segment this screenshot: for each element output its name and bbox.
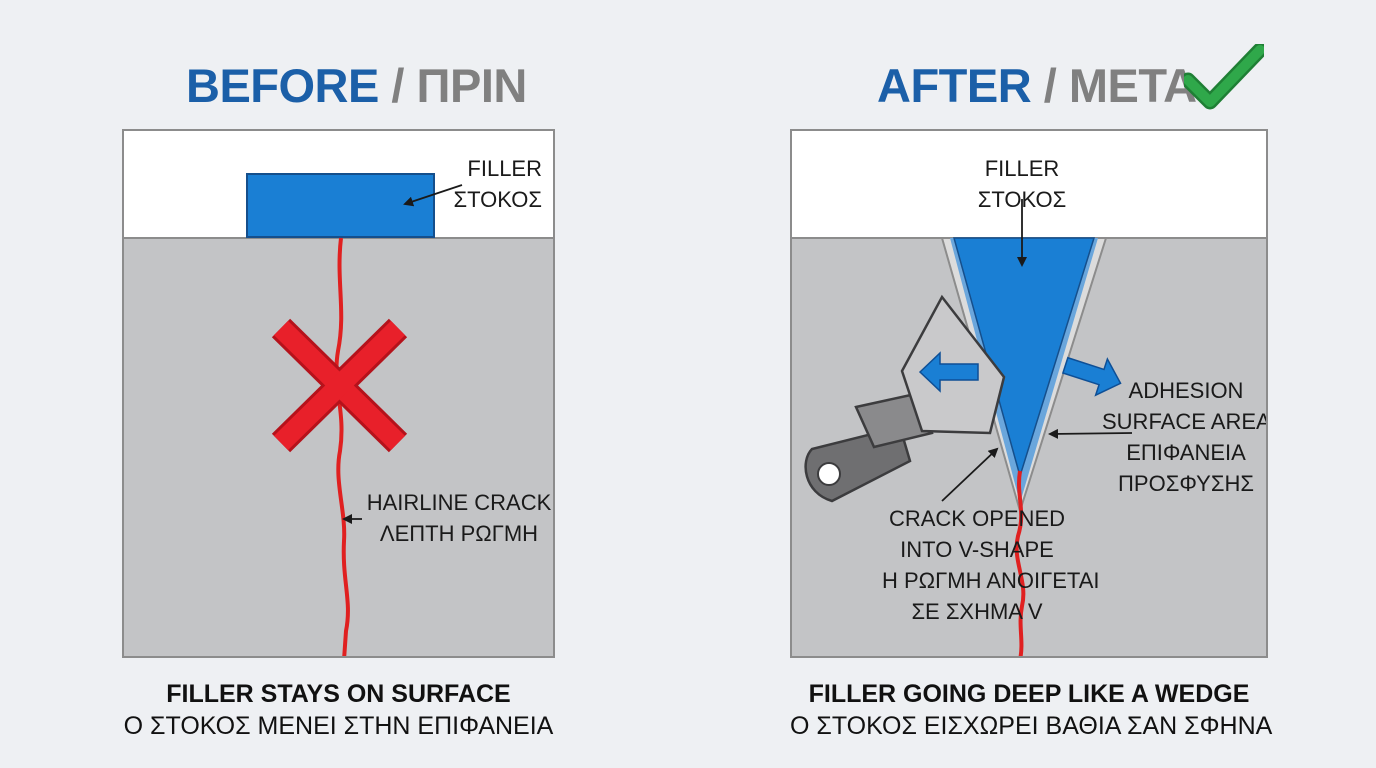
filler-arrow: [403, 184, 463, 207]
before-caption-en: FILLER STAYS ON SURFACE: [166, 680, 511, 708]
crack-arrow: [941, 447, 999, 502]
after-heading-sep: /: [1031, 59, 1069, 112]
before-heading: BEFORE / ΠΡΙΝ: [186, 58, 527, 113]
before-heading-alt: ΠΡΙΝ: [416, 59, 528, 112]
after-caption: FILLER GOING DEEP LIKE A WEDGE Ο ΣΤΟΚΟΣ …: [790, 678, 1273, 742]
before-crack-label-gr: ΛΕΠΤΗ ΡΩΓΜΗ: [379, 521, 539, 546]
before-heading-sep: /: [378, 59, 417, 112]
right-outward-arrow-icon: [1061, 356, 1122, 397]
adhesion-label-en-1: ADHESION: [1128, 378, 1244, 403]
x-cross-icon: [271, 318, 408, 453]
adhesion-label: ADHESION SURFACE AREA ΕΠΙΦΑΝΕΙΑ ΠΡΟΣΦΥΣΗ…: [1102, 375, 1268, 499]
after-illustration: [792, 131, 1266, 656]
before-illustration: [124, 131, 553, 656]
after-caption-gr: Ο ΣΤΟΚΟΣ ΕΙΣΧΩΡΕΙ ΒΑΘΙΑ ΣΑΝ ΣΦΗΝΑ: [790, 712, 1273, 740]
filler-block: [246, 173, 435, 238]
checkmark-icon: [1184, 44, 1264, 110]
after-filler-label-en: FILLER: [984, 156, 1060, 181]
crack-opened-label-gr-2: ΣΕ ΣΧΗΜΑ V: [911, 599, 1043, 624]
adhesion-label-en-2: SURFACE AREA: [1102, 409, 1268, 434]
after-heading-main: AFTER: [877, 59, 1032, 112]
before-caption: FILLER STAYS ON SURFACE Ο ΣΤΟΚΟΣ ΜΕΝΕΙ Σ…: [122, 678, 555, 742]
after-heading: AFTER / ΜΕΤΑ: [877, 58, 1197, 113]
crack-opened-label-gr-1: Η ΡΩΓΜΗ ΑΝΟΙΓΕΤΑΙ: [882, 568, 1100, 593]
before-filler-label: FILLER ΣΤΟΚΟΣ: [424, 153, 542, 215]
before-crack-label: HAIRLINE CRACK ΛΕΠΤΗ ΡΩΓΜΗ: [364, 487, 553, 549]
air-zone: [792, 131, 1266, 238]
after-caption-en: FILLER GOING DEEP LIKE A WEDGE: [808, 680, 1250, 708]
after-panel: FILLER ΣΤΟΚΟΣ ADHESION SURFACE AREA ΕΠΙΦ…: [790, 129, 1268, 658]
after-filler-label: FILLER ΣΤΟΚΟΣ: [957, 153, 1087, 215]
after-heading-alt: ΜΕΤΑ: [1068, 59, 1197, 112]
before-crack-label-en: HAIRLINE CRACK: [366, 490, 552, 515]
before-filler-label-gr: ΣΤΟΚΟΣ: [453, 187, 542, 212]
adhesion-label-gr-2: ΠΡΟΣΦΥΣΗΣ: [1118, 471, 1254, 496]
crack-opened-label: CRACK OPENED INTO V-SHAPE Η ΡΩΓΜΗ ΑΝΟΙΓΕ…: [882, 503, 1100, 627]
crack-opened-label-en-1: CRACK OPENED: [888, 506, 1066, 531]
after-filler-label-gr: ΣΤΟΚΟΣ: [977, 187, 1067, 212]
crack-below: [1014, 470, 1026, 656]
crack-opened-label-en-2: INTO V-SHAPE: [900, 537, 1054, 562]
before-caption-gr: Ο ΣΤΟΚΟΣ ΜΕΝΕΙ ΣΤΗΝ ΕΠΙΦΑΝΕΙΑ: [123, 712, 554, 740]
adhesion-label-gr-1: ΕΠΙΦΑΝΕΙΑ: [1126, 440, 1246, 465]
before-heading-main: BEFORE: [186, 59, 379, 112]
before-filler-label-en: FILLER: [467, 156, 542, 181]
hairline-crack: [334, 237, 350, 656]
before-panel: FILLER ΣΤΟΚΟΣ HAIRLINE CRACK ΛΕΠΤΗ ΡΩΓΜΗ: [122, 129, 555, 658]
left-outward-arrow-icon: [918, 351, 979, 393]
adhesion-arrow: [1048, 428, 1133, 439]
